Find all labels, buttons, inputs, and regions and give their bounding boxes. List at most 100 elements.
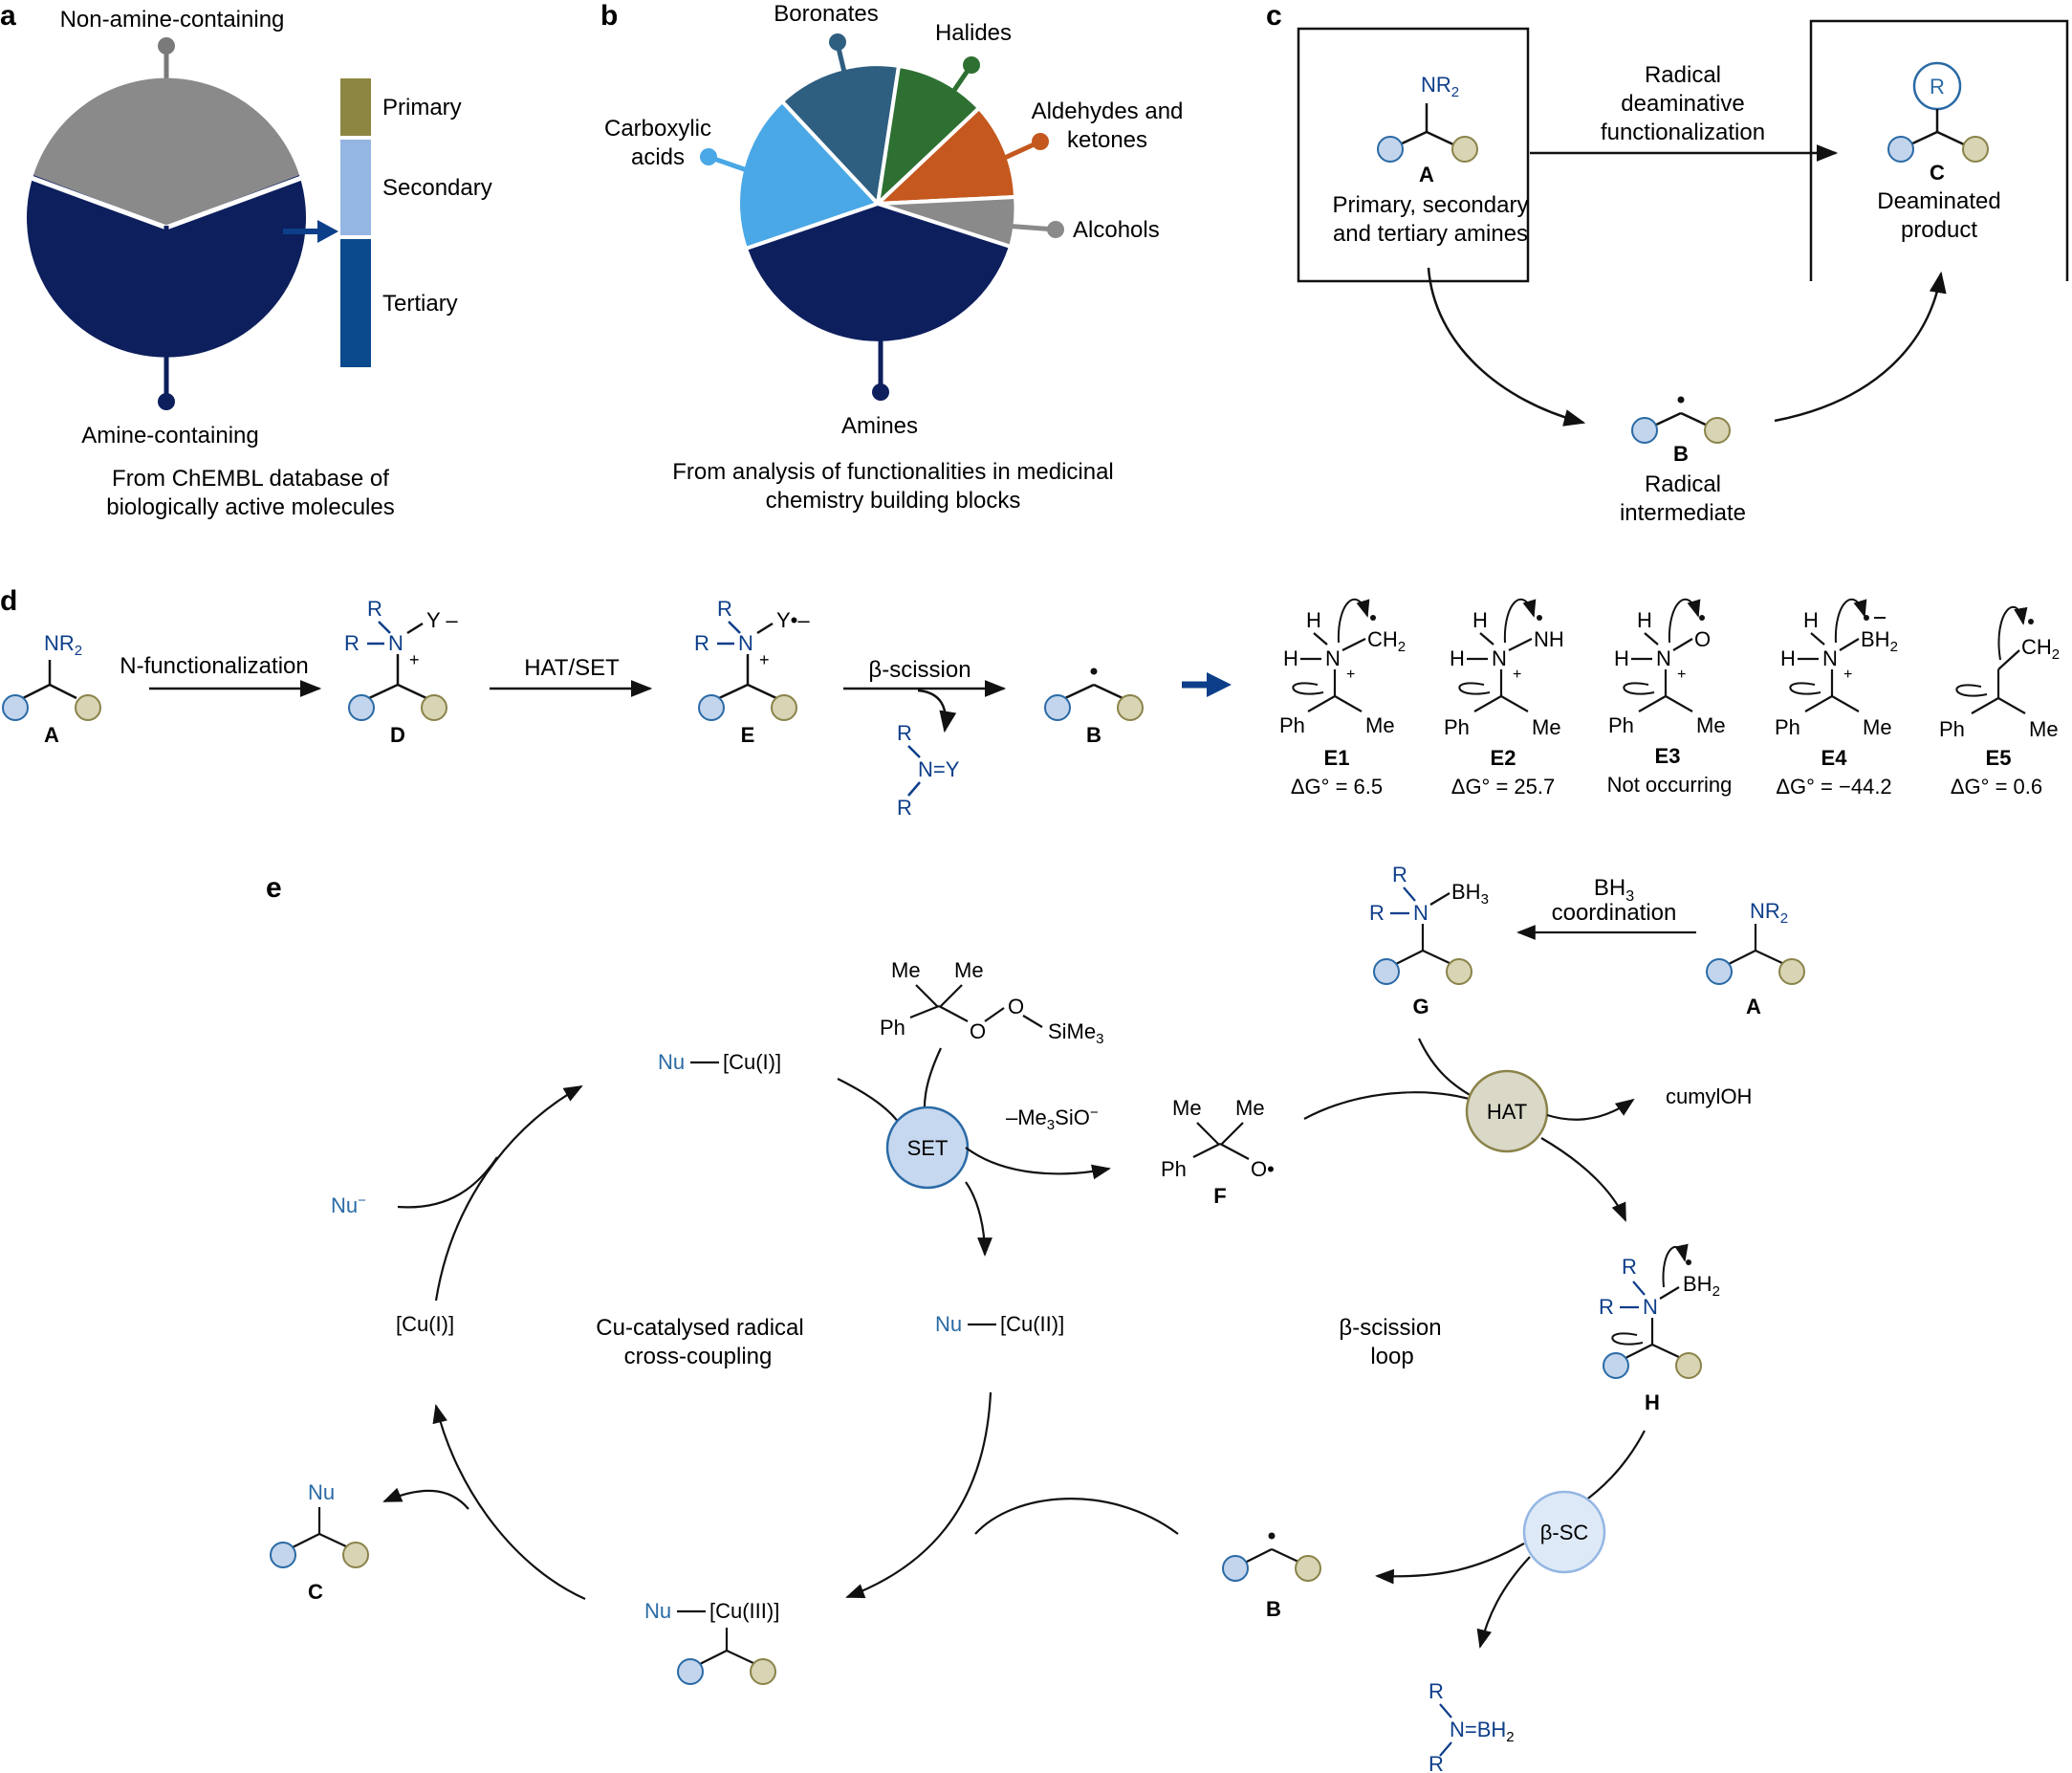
label-tertiary: Tertiary (382, 291, 458, 317)
arrow-to-product (382, 1487, 469, 1510)
curved-arrow (1662, 1243, 1689, 1288)
panel-letter-a: a (0, 0, 16, 32)
group-me: Me (1863, 715, 1892, 739)
byproduct-cumyloh: cumylOH (1666, 1084, 1752, 1108)
curved-arrow (1834, 598, 1867, 644)
atom-y: Y – (426, 608, 458, 632)
bond (907, 745, 921, 758)
leader-dot-boronates (829, 33, 846, 51)
group-ch2: CH2 (2021, 635, 2060, 663)
bond (292, 1533, 320, 1548)
leader-dot-aldehydes (1032, 133, 1049, 150)
atom-h: H (1637, 608, 1652, 632)
bond (1064, 683, 1095, 700)
label-d: D (390, 723, 405, 747)
bond (1093, 683, 1123, 700)
bond (1839, 638, 1860, 651)
cycle-label-2: cross-coupling (624, 1344, 773, 1369)
curve-radical-in (974, 1498, 1179, 1535)
bond (1334, 695, 1363, 712)
substituent-blue (1044, 694, 1071, 721)
copper-i-free: [Cu(I)] (396, 1312, 454, 1336)
leader-dot-alcohols (1047, 221, 1064, 238)
bond (1395, 950, 1424, 965)
charge-plus: + (1513, 667, 1521, 683)
substituent-olive (1675, 1352, 1702, 1379)
copper-ii: [Cu(II)] (1000, 1312, 1064, 1336)
arrow-cu1-to-nucu (434, 1085, 583, 1302)
bond (1473, 695, 1502, 712)
curved-arrow (1337, 598, 1370, 644)
substituent-olive (421, 694, 447, 721)
bond (1997, 649, 2020, 670)
text-intermediate-2: intermediate (1620, 500, 1746, 526)
label-e2: E2 (1491, 746, 1516, 770)
substituent-olive (342, 1542, 369, 1568)
panel-d: d NR2 A N-functionalization R R N Y – + … (0, 585, 2060, 820)
rotation-arrow (1789, 682, 1821, 695)
charge-plus: + (759, 650, 770, 669)
model-e2: H H N + NH Ph Me E2 ΔG° = 25.7 (1444, 598, 1564, 799)
bond (1244, 1548, 1273, 1564)
set-label: SET (907, 1136, 949, 1160)
atom-y-radical: Y•– (776, 608, 810, 632)
atom-n: N (388, 631, 403, 655)
leader-alcohols (1003, 223, 1057, 232)
bond (1997, 697, 2026, 714)
rotation-arrow (1458, 682, 1491, 695)
arrow-cu3-to-cu1 (432, 1404, 586, 1601)
cycle-label-1: Cu-catalysed radical (596, 1315, 803, 1341)
bond (756, 622, 774, 635)
group-ph: Ph (1608, 713, 1634, 737)
step-hat-set: HAT/SET (524, 655, 620, 681)
atom-n: N (738, 631, 753, 655)
group-bh2: BH2 (1683, 1272, 1720, 1300)
label-h: H (1645, 1390, 1660, 1414)
pie-slice-aldehydes (872, 105, 1018, 207)
bar-tertiary (340, 239, 371, 367)
bond-a-left (1397, 130, 1428, 147)
coordination-label-1: BH3 (1594, 875, 1634, 905)
curve-g-in (1418, 1038, 1479, 1101)
bond (406, 622, 424, 635)
radical-dot (1268, 1532, 1276, 1540)
atom-r: R (344, 631, 360, 655)
substituent-olive (1446, 958, 1472, 985)
panel-b: b Boronates Halides Carboxylic acids Ald… (600, 0, 1183, 514)
bond (1672, 638, 1693, 651)
atom-h: H (1803, 608, 1819, 632)
atom-n: N (1822, 646, 1838, 670)
atom-r: R (1429, 1679, 1444, 1703)
arrow-to-cu2 (965, 1181, 992, 1257)
bond (1632, 1280, 1646, 1296)
bond (1307, 695, 1336, 712)
pie-slice-non-amine (33, 77, 299, 226)
radical-dot (1370, 615, 1376, 621)
bond (1341, 638, 1366, 651)
panel-letter-e: e (266, 872, 282, 904)
label-e: E (741, 723, 755, 747)
label-e4: E4 (1821, 746, 1848, 770)
bond (1221, 1122, 1244, 1145)
charge-plus: + (409, 650, 420, 669)
atom-r: R (1622, 1255, 1637, 1279)
substituent-blue (348, 694, 375, 721)
arrow-cu2-to-cu3 (845, 1391, 992, 1599)
curve-cu-in (837, 1078, 904, 1129)
label-a: A (1746, 995, 1761, 1018)
bond (1196, 1122, 1219, 1145)
label-aldehydes-1: Aldehydes and (1032, 98, 1184, 124)
label-amines: Amines (841, 413, 918, 439)
bond (1022, 1015, 1043, 1028)
rotation-arrow (1623, 682, 1655, 695)
substituent-olive (1117, 694, 1144, 721)
bond (938, 1005, 969, 1022)
group-me: Me (1235, 1096, 1265, 1120)
bond (1429, 892, 1450, 906)
curved-arrow (1997, 605, 2028, 661)
text-amines-1: Primary, secondary (1333, 192, 1529, 218)
loop-label-1: β-scission (1339, 1315, 1441, 1341)
model-e3: H H N + O Ph Me E3 Not occurring (1607, 598, 1732, 797)
bond (1804, 695, 1833, 712)
radical-dot (2028, 619, 2034, 624)
